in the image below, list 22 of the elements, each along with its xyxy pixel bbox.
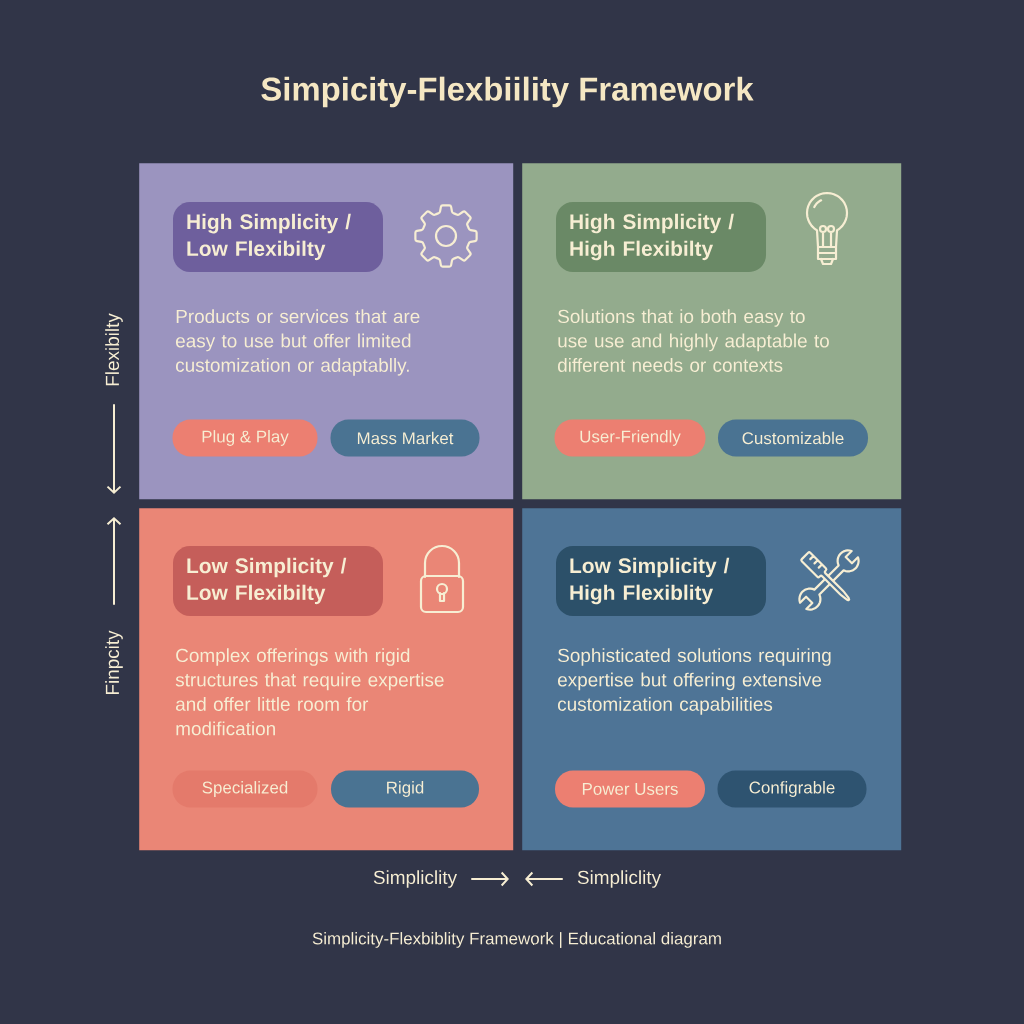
description-text: Products or services that are easy to use but offer limited customization or adaptablly. [176,309,420,376]
tag-pill: Configrable [717,770,867,808]
quadrant-heading: Low Simplicity / High Flexiblity [556,546,766,616]
caption: Simplicity-Flexbiblity Framework | Educational diagram [312,932,721,948]
quadrant-heading: High Simplicity / Low Flexibilty [173,202,383,272]
quadrant-heading: Low Simplicity / Low Flexibilty [173,546,383,616]
description-text: Solutions that io both easy to use use and highly adaptable to different needs or contexts [558,309,829,372]
tag-pill: Customizable [718,419,868,457]
tag-pill: Power Users [555,770,705,808]
quadrant-heading: High Simplicity / High Flexibilty [556,202,766,272]
tag-pill: Mass Market [330,419,480,457]
axis-label: Simpliclity [577,870,661,888]
axis-label: Flexibilty [105,313,123,386]
axis-label: Simpliclity [373,870,457,888]
tag-pill: Specialized [172,770,318,808]
tag-pill: User-Friendly [554,419,706,457]
tag-pill: Plug & Play [172,419,318,457]
description-text: Complex offerings with rigid structures that require expertise and offer little room for modification [175,648,444,736]
tag-pill: Rigid [331,770,479,808]
description-text: Sophisticated solutions requiring expertise but offering extensive customization capabilities [558,648,831,715]
axis-label: Finpcity [105,630,123,695]
title: Simpicity-Flexbiility Framework [261,76,754,108]
